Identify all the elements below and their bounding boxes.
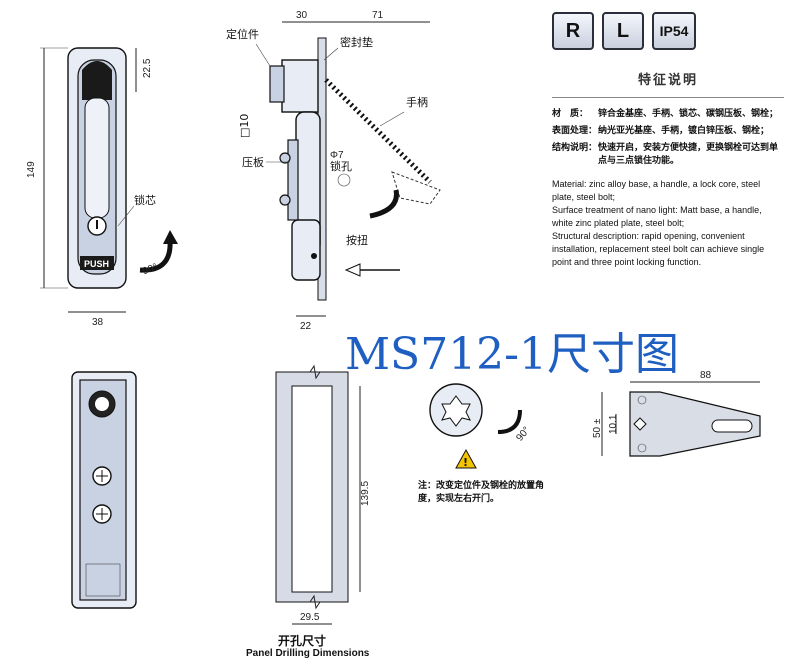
angle-label-2: 90° <box>514 425 532 444</box>
warning-icon: ! <box>463 456 468 469</box>
hole-cn-label: 锁孔 <box>330 159 352 173</box>
dim-22: 22 <box>300 321 312 332</box>
dim-10-1: 10.1 <box>608 414 619 434</box>
surface-key: 表面处理： <box>552 125 598 136</box>
badge-right-hand: R <box>552 12 594 50</box>
front-view: PUSH 149 22.5 38 锁芯 90° <box>26 47 178 328</box>
badge-left-hand: L <box>602 12 644 50</box>
dim-38: 38 <box>92 317 104 328</box>
pressure-plate-label: 压板 <box>242 155 264 169</box>
en-structure: Structural description: rapid opening, c… <box>552 231 765 268</box>
dim-50: 50 ± <box>592 418 603 438</box>
features-title: 特征说明 <box>637 73 698 88</box>
dim-30: 30 <box>296 10 308 21</box>
material-value: 锌合金基座、手柄、锁芯、碳钢压板、钢栓； <box>598 108 779 119</box>
warning-note: 注：改变定位件及钢栓的放置角度，实现左右开门。 <box>418 481 545 504</box>
english-description: Material: zinc alloy base, a handle, a l… <box>552 178 784 269</box>
back-view <box>71 371 137 609</box>
steel-bolt-view: 88 50 ± 10.1 <box>592 370 761 457</box>
dim-22-5: 22.5 <box>142 58 153 78</box>
positioner-label: 定位件 <box>226 27 259 41</box>
panel-drilling-view: 139.5 29.5 <box>275 364 371 625</box>
structure-row: 结构说明： 快速开启，安装方便快捷，更换钢栓可达到单点与三点锁住功能。 <box>552 142 784 168</box>
feature-badges: R L IP54 <box>552 12 696 50</box>
handle-label: 手柄 <box>406 95 428 109</box>
en-surface: Surface treatment of nano light: Matt ba… <box>552 205 762 229</box>
dim-139-5: 139.5 <box>360 481 371 506</box>
material-row: 材 质： 锌合金基座、手柄、锁芯、碳钢压板、钢栓； <box>552 108 784 121</box>
panel-caption-en: Panel Drilling Dimensions <box>246 648 370 659</box>
button-label: 按扭 <box>346 233 368 247</box>
lock-core-label: 锁芯 <box>134 193 156 207</box>
seal-label: 密封垫 <box>340 35 373 49</box>
dim-71: 71 <box>372 10 384 21</box>
dim-88: 88 <box>700 370 712 381</box>
dim-29-5: 29.5 <box>300 612 320 623</box>
surface-row: 表面处理： 纳光亚光基座、手柄，镀白锌压板、钢栓； <box>552 125 784 138</box>
material-key: 材 质： <box>552 108 589 119</box>
divider <box>552 96 784 98</box>
panel-caption-cn: 开孔尺寸 <box>278 634 327 648</box>
side-view: 定位件 密封垫 手柄 □10 压板 Φ7 锁孔 按扭 30 71 22 <box>226 10 441 332</box>
en-material: Material: zinc alloy base, a handle, a l… <box>552 179 761 203</box>
badge-ip54: IP54 <box>652 12 696 50</box>
surface-value: 纳光亚光基座、手柄，镀白锌压板、钢栓； <box>598 125 770 136</box>
cam-view: 90° ! <box>429 383 533 469</box>
square-label: □10 <box>238 114 251 138</box>
structure-key: 结构说明： <box>552 142 598 153</box>
push-label: PUSH <box>84 259 109 269</box>
dim-149: 149 <box>26 161 37 178</box>
structure-value: 快速开启，安装方便快捷，更换钢栓可达到单点与三点锁住功能。 <box>598 142 779 166</box>
hole-label: Φ7 <box>330 150 344 161</box>
angle-label-1: 90° <box>141 262 159 278</box>
model-title: MS712-1尺寸图 <box>345 329 680 380</box>
features-panel: 特征说明 材 质： 锌合金基座、手柄、锁芯、碳钢压板、钢栓； 表面处理： 纳光亚… <box>552 72 784 269</box>
